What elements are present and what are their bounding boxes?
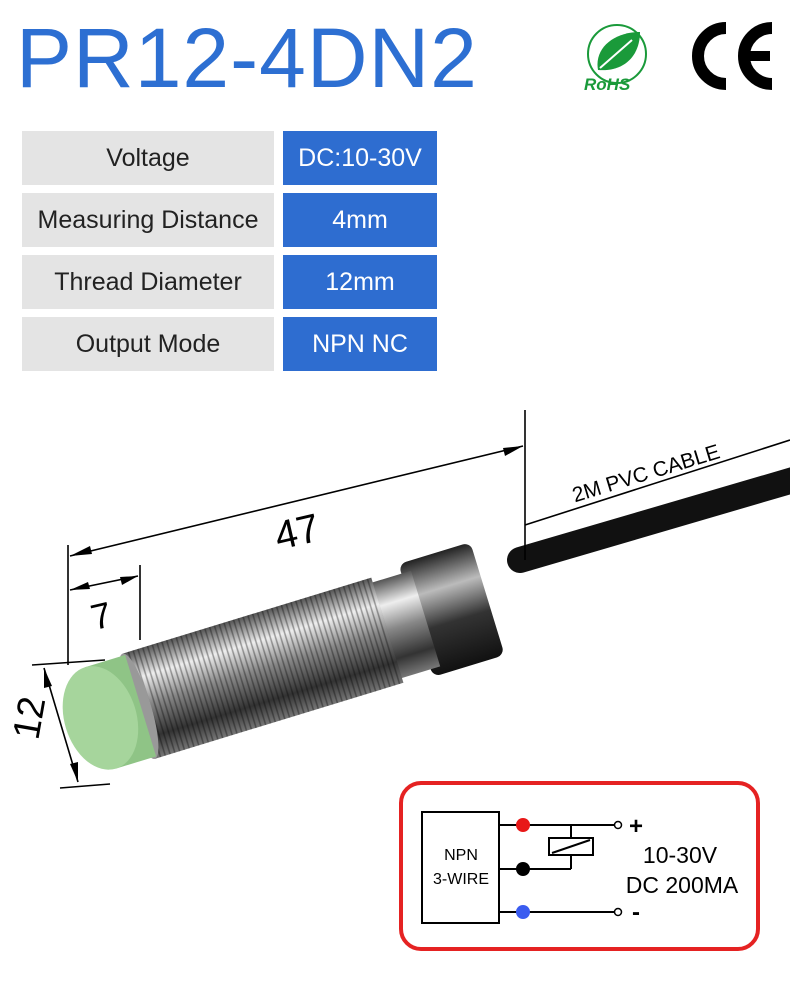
rohs-logo: RoHS bbox=[584, 24, 647, 94]
certification-logos: RoHS bbox=[584, 22, 773, 94]
wiring-diagram: NPN 3-WIRE + - 10-30V DC 200MA bbox=[399, 781, 760, 951]
spec-value-distance: 4mm bbox=[283, 193, 437, 247]
wiring-type-line1: NPN bbox=[444, 847, 478, 864]
spec-value-thread: 12mm bbox=[283, 255, 437, 309]
dimension-12-label: 12 bbox=[6, 694, 55, 743]
dimension-47-label: 47 bbox=[270, 506, 323, 559]
sensing-cap bbox=[62, 666, 139, 770]
ce-logo bbox=[692, 22, 773, 90]
dimension-7-label: 7 bbox=[87, 594, 116, 638]
black-wire-dot bbox=[516, 862, 530, 876]
spec-label-voltage: Voltage bbox=[22, 131, 274, 185]
spec-value-output: NPN NC bbox=[283, 317, 437, 371]
minus-label: - bbox=[632, 899, 640, 926]
plus-label: + bbox=[629, 813, 643, 840]
wiring-type-line2: 3-WIRE bbox=[433, 871, 489, 888]
spec-label-distance: Measuring Distance bbox=[22, 193, 274, 247]
cable bbox=[507, 467, 790, 573]
svg-text:RoHS: RoHS bbox=[584, 75, 631, 94]
red-wire-dot bbox=[516, 818, 530, 832]
current-label: DC 200MA bbox=[626, 872, 739, 898]
blue-wire-dot bbox=[516, 905, 530, 919]
product-title: PR12-4DN2 bbox=[16, 11, 478, 105]
dimension-47-line bbox=[69, 445, 524, 557]
spec-label-output: Output Mode bbox=[22, 317, 274, 371]
spec-value-voltage: DC:10-30V bbox=[283, 131, 437, 185]
spec-label-thread: Thread Diameter bbox=[22, 255, 274, 309]
voltage-label: 10-30V bbox=[643, 842, 718, 868]
